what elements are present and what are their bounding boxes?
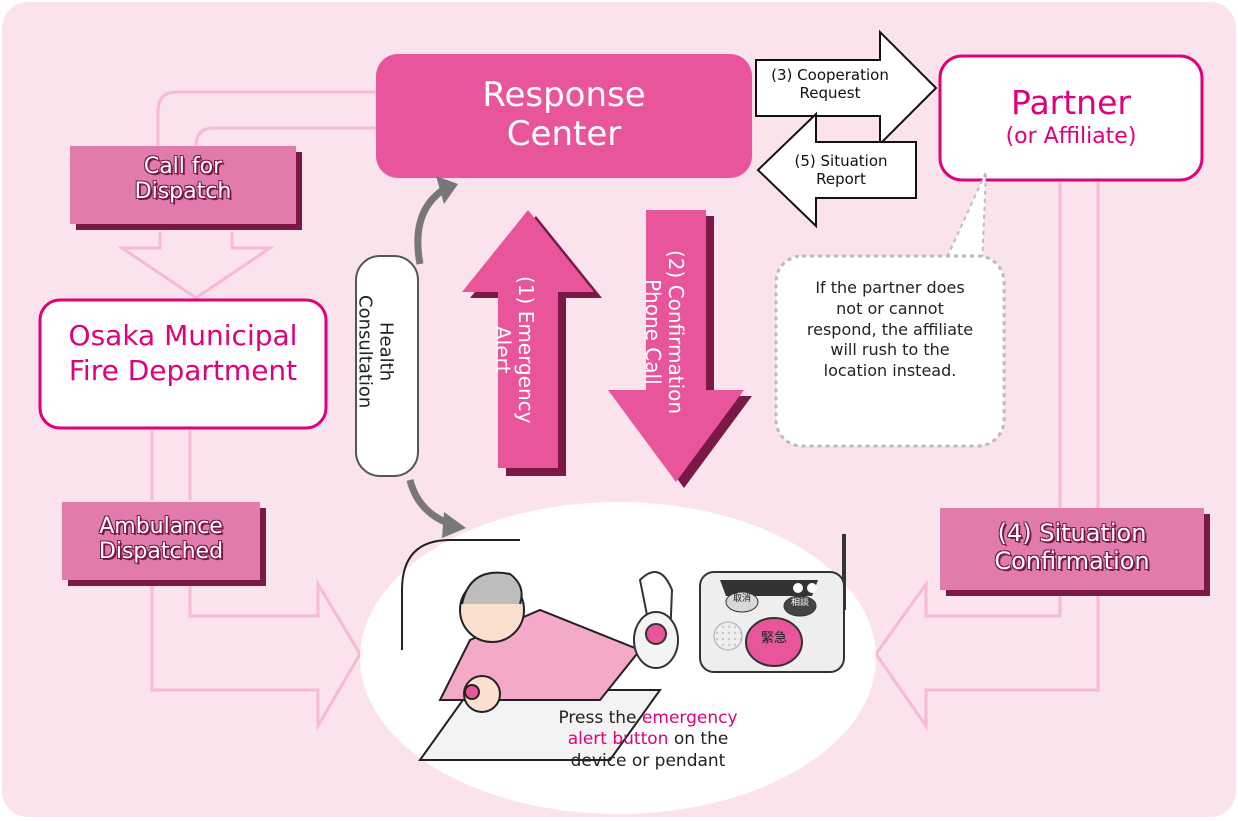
note-line-1: If the partner does <box>815 278 965 297</box>
instruction-post-2: device or pendant <box>570 750 726 771</box>
ambulance-line1: Ambulance <box>99 514 223 539</box>
device-consult-label: 相談 <box>790 598 809 608</box>
emergency-line1: (1) Emergency <box>514 276 538 424</box>
call-dispatch-line2: Dispatch <box>134 179 232 205</box>
situation-report-line2: Report <box>816 170 866 188</box>
response-center-box <box>376 54 752 178</box>
pendant-illustration <box>633 571 679 669</box>
partner-box <box>938 54 1204 182</box>
cooperation-line1: (3) Cooperation <box>771 66 889 84</box>
partner-note: If the partner does not or cannot respon… <box>776 278 1004 382</box>
note-line-4: will rush to the <box>830 340 950 360</box>
cooperation-arrow <box>755 29 938 147</box>
note-bubble <box>774 254 1006 448</box>
ambulance-box <box>62 502 260 580</box>
patient-illustration <box>401 539 662 761</box>
fire-department-line2: Fire Department <box>68 354 298 387</box>
health-line1: Health <box>375 322 397 382</box>
confirmation-line1: (2) Confirmation <box>664 249 688 415</box>
response-center-title: Response Center <box>376 75 752 155</box>
emergency-line2: Alert <box>491 326 515 374</box>
situation-confirmation-label: (4) Situation Confirmation <box>940 519 1204 575</box>
call-dispatch-line1: Call for <box>143 154 223 179</box>
situation-confirmation-box <box>940 508 1204 590</box>
instruction-post-1: on the <box>668 729 729 750</box>
cooperation-request-label: (3) Cooperation Request <box>756 66 904 102</box>
confirmation-arrow <box>608 210 744 482</box>
confirmation-call-label: (2) Confirmation Phone Call <box>641 222 710 442</box>
note-bubble-tail <box>943 171 987 267</box>
response-center-line1: Response <box>482 75 646 115</box>
partner-label: Partner <box>1011 83 1131 122</box>
situation-report-line1: (5) Situation <box>794 152 888 170</box>
instruction-text: Press the emergency alert button on the … <box>518 708 778 772</box>
fire-department-box <box>38 298 328 430</box>
ambulance-label: Ambulance Dispatched <box>62 514 260 565</box>
flow-bands <box>117 90 1100 732</box>
emergency-arrow <box>462 210 594 468</box>
cooperation-line2: Request <box>799 84 861 102</box>
health-consultation-label: Health Consultation <box>354 262 416 442</box>
call-dispatch-box <box>70 146 296 224</box>
note-line-5: location instead. <box>823 361 957 381</box>
note-line-2: not or cannot <box>836 298 944 318</box>
note-line-3: respond, the affiliate <box>806 319 974 339</box>
fire-department-title: Osaka Municipal Fire Department <box>38 318 328 388</box>
health-line2: Consultation <box>354 295 376 409</box>
instruction-pre: Press the <box>558 708 642 728</box>
instruction-highlight-2: alert button <box>567 729 669 750</box>
fire-department-line1: Osaka Municipal <box>68 319 298 352</box>
emergency-alert-label: (1) Emergency Alert <box>491 250 560 450</box>
ambulance-line2: Dispatched <box>98 539 224 565</box>
confirmation-line2: Phone Call <box>641 279 665 385</box>
situation-confirmation-line1: (4) Situation <box>997 519 1147 547</box>
situation-confirmation-line2: Confirmation <box>994 546 1150 575</box>
device-cancel-label: 取消 <box>732 594 751 604</box>
situation-report-label: (5) Situation Report <box>776 152 906 188</box>
call-dispatch-label: Call for Dispatch <box>70 154 296 205</box>
health-curve-up <box>414 185 448 265</box>
partner-title: Partner (or Affiliate) <box>938 84 1204 149</box>
partner-subtitle: (or Affiliate) <box>1005 123 1137 149</box>
alert-device-illustration <box>699 534 846 673</box>
health-box <box>355 255 419 477</box>
situation-report-arrow <box>756 111 917 229</box>
response-center-line2: Center <box>506 114 622 155</box>
device-emergency-label: 緊急 <box>760 631 787 646</box>
instruction-highlight-1: emergency <box>641 708 738 728</box>
